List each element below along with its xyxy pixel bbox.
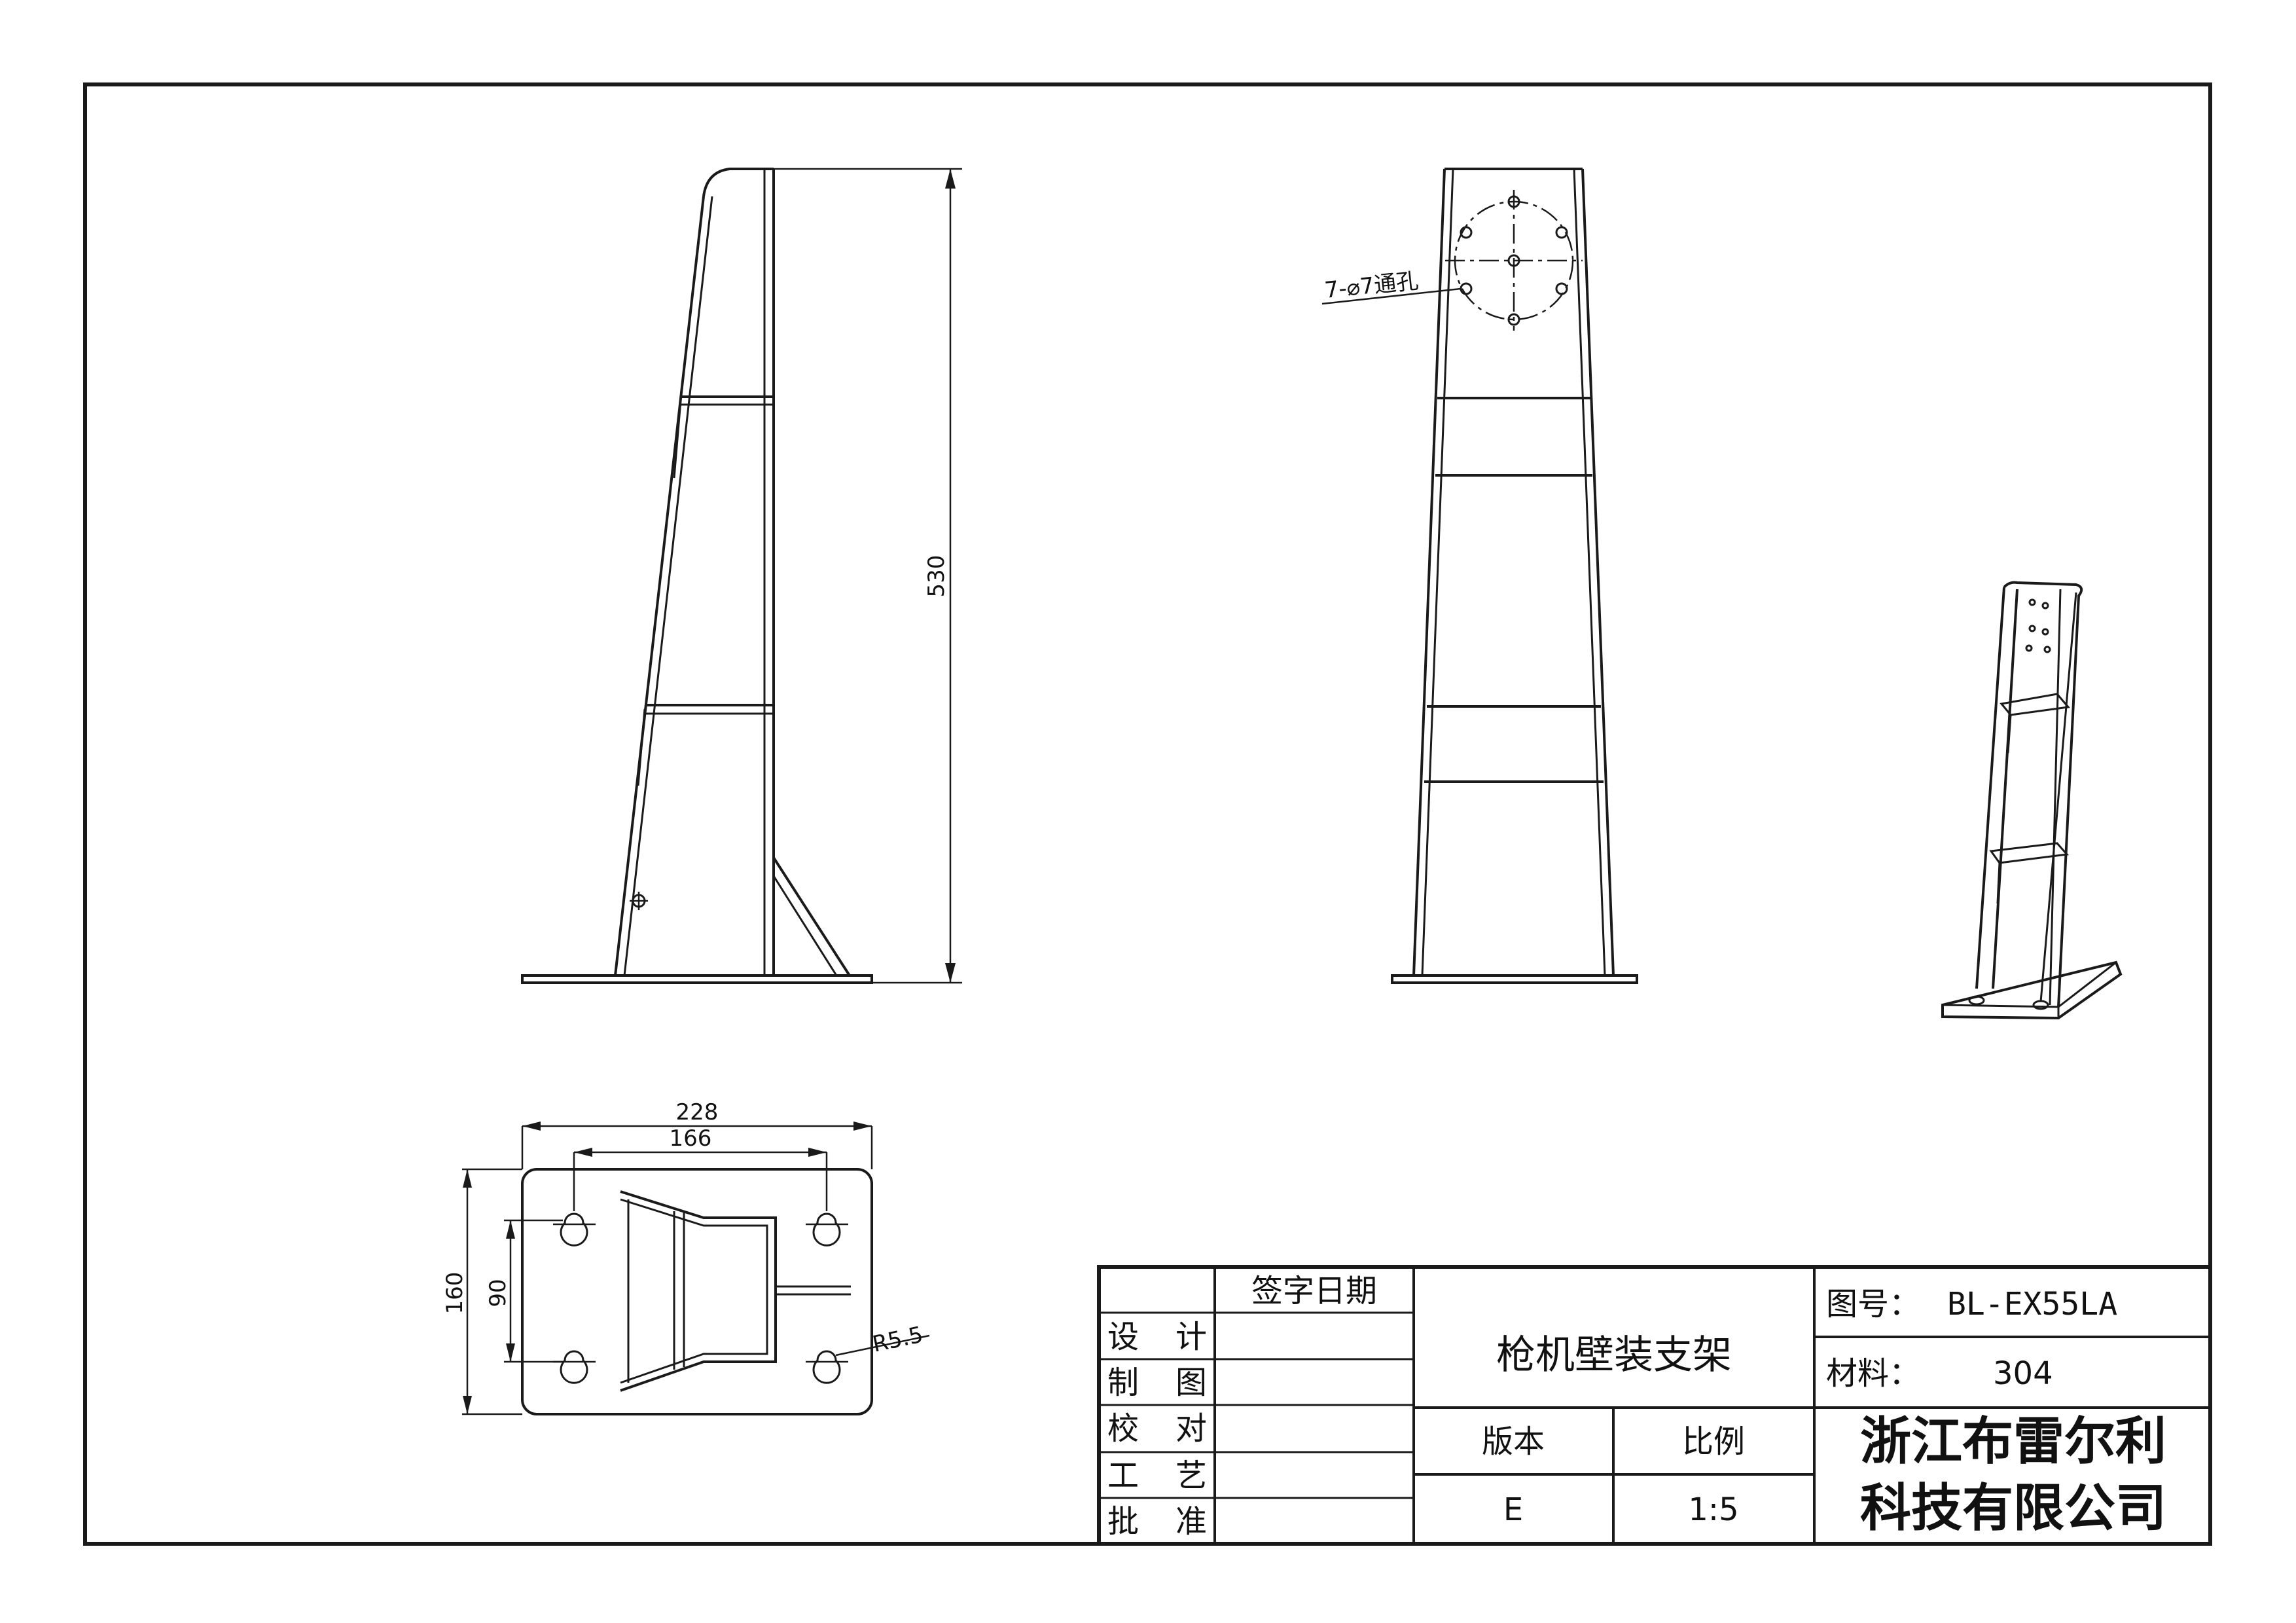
material-value: 304: [1993, 1355, 2053, 1392]
keyhole-slot: [806, 1213, 848, 1247]
title-block: 签字日期 设 计 制 图 校 对 工 艺 批 准 枪机壁装支架 版本 比例 E …: [1097, 1265, 2212, 1546]
role-design: 设: [1107, 1319, 1139, 1355]
base-plate-view: 228 166 160 90 R5.5: [442, 1099, 930, 1415]
drawing-frame: [83, 82, 2212, 1546]
dim-radius: R5.5: [870, 1322, 925, 1358]
role-check: 校: [1107, 1410, 1139, 1447]
company-name-line2: 科技有限公司: [1860, 1479, 2166, 1538]
role-design: 计: [1175, 1319, 1207, 1355]
role-drafting: 制: [1107, 1364, 1139, 1401]
scale-value: 1:5: [1688, 1491, 1738, 1528]
keyhole-slot: [553, 1350, 596, 1384]
material-label: 材料：: [1826, 1355, 1920, 1392]
front-view-base-plate: [1391, 974, 1638, 984]
product-name: 枪机壁装支架: [1496, 1332, 1732, 1378]
version-label: 版本: [1482, 1423, 1545, 1460]
isometric-view: [1941, 581, 2123, 1020]
dim-160: 160: [442, 1272, 468, 1315]
dim-height-530: 530: [924, 555, 950, 598]
role-process: 工: [1107, 1457, 1139, 1494]
dim-166: 166: [670, 1125, 712, 1152]
dim-228: 228: [676, 1099, 719, 1125]
version-value: E: [1503, 1491, 1523, 1528]
keyhole-slot: [806, 1350, 848, 1384]
role-approve: 批: [1107, 1503, 1139, 1540]
front-view: 7-⌀7通孔: [1321, 168, 1638, 984]
scale-label: 比例: [1682, 1423, 1745, 1460]
role-drafting: 图: [1175, 1364, 1207, 1401]
holes-note: 7-⌀7通孔: [1323, 268, 1420, 304]
keyhole-slot: [553, 1213, 596, 1247]
base-plate-outline: [521, 1168, 873, 1415]
drawing-no-label: 图号：: [1826, 1286, 1920, 1322]
drawing-no-value: BL-EX55LA: [1947, 1286, 2117, 1322]
dim-90: 90: [485, 1279, 511, 1307]
company-name-line1: 浙江布雷尔利: [1860, 1412, 2166, 1471]
role-approve: 准: [1175, 1503, 1207, 1540]
side-view: 530: [521, 168, 962, 984]
role-process: 艺: [1175, 1457, 1207, 1494]
sign-date-header: 签字日期: [1251, 1273, 1377, 1309]
side-view-base-plate: [521, 974, 873, 984]
role-check: 对: [1175, 1410, 1207, 1447]
